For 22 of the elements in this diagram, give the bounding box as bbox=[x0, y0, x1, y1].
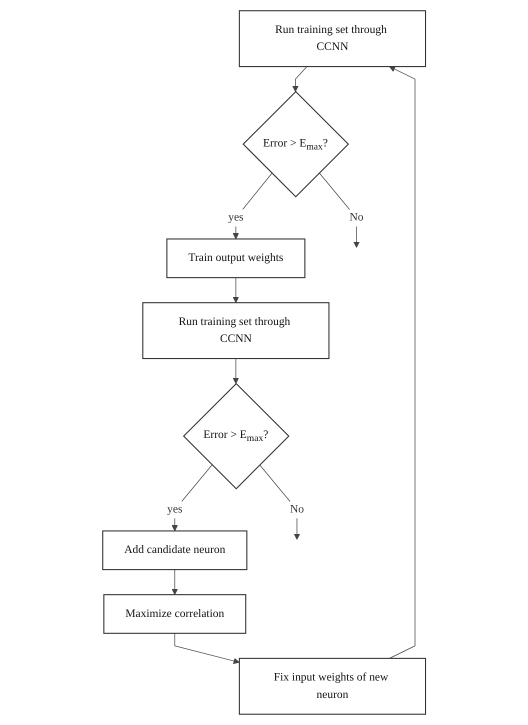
edge-label: yes bbox=[167, 503, 182, 516]
arrow bbox=[174, 632, 240, 664]
edge-label: No bbox=[349, 211, 364, 224]
arrow bbox=[318, 172, 360, 248]
arrow bbox=[292, 66, 308, 92]
edge-label: yes bbox=[228, 211, 244, 224]
arrow bbox=[232, 358, 239, 384]
node-box: Run training set through CCNN bbox=[142, 302, 330, 360]
arrow bbox=[172, 569, 178, 595]
arrow bbox=[232, 172, 272, 240]
edge-label: No bbox=[290, 503, 304, 516]
node-box: Maximize correlation bbox=[103, 594, 246, 634]
node-box: Run training set through CCNN bbox=[238, 10, 426, 68]
node-box: Train output weights bbox=[166, 238, 306, 278]
node-box: Fix input weights of new neuron bbox=[238, 658, 426, 715]
node-diamond: Error > E$_{max}$? bbox=[242, 90, 349, 198]
arrow bbox=[172, 464, 212, 532]
arrow bbox=[259, 464, 300, 540]
arrow bbox=[388, 66, 416, 659]
node-diamond: Error > E$_{max}$? bbox=[182, 382, 290, 490]
arrow bbox=[232, 277, 239, 303]
node-box: Add candidate neuron bbox=[102, 530, 248, 570]
